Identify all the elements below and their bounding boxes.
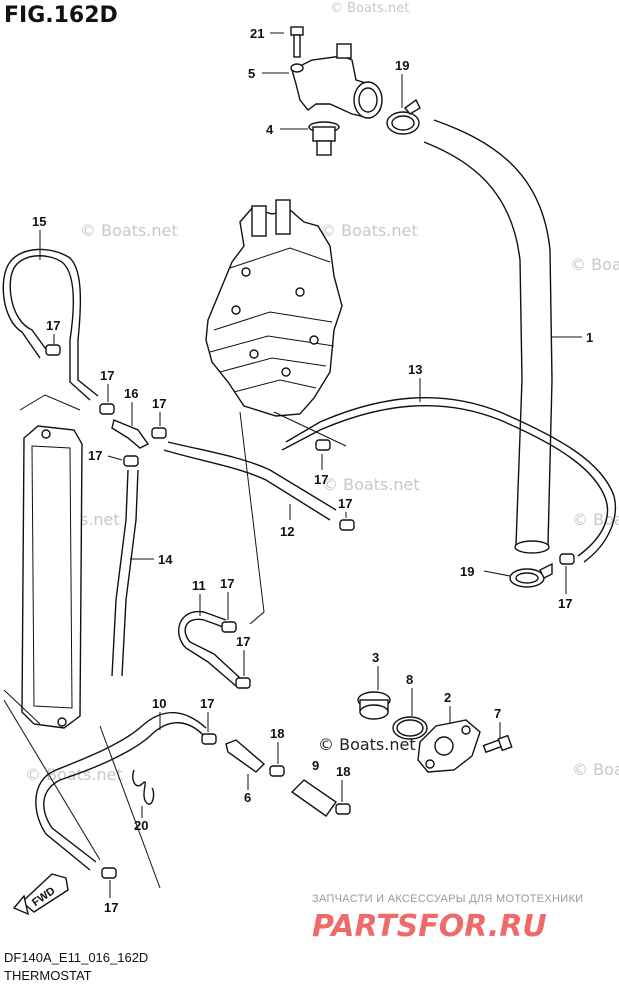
callout-4: 4 bbox=[266, 122, 274, 137]
callout-5: 5 bbox=[248, 66, 255, 81]
part-3-valve bbox=[357, 666, 391, 720]
watermark: © Boats.net bbox=[320, 221, 418, 240]
part-14-long-hose bbox=[111, 469, 154, 677]
callout-15: 15 bbox=[32, 214, 46, 229]
callout-17: 17 bbox=[46, 318, 60, 333]
watermark: © Boats.net bbox=[572, 760, 619, 779]
part-19-clamp-top bbox=[386, 74, 421, 135]
callout-2: 2 bbox=[444, 690, 451, 705]
part-7-bolt bbox=[482, 722, 513, 754]
part-6-joint bbox=[225, 739, 266, 790]
part-8-o-ring bbox=[392, 688, 428, 740]
part-12-hose bbox=[163, 441, 337, 521]
callout-14: 14 bbox=[158, 552, 173, 567]
section-name: THERMOSTAT bbox=[4, 968, 92, 983]
part-4-thermostat bbox=[280, 121, 340, 156]
part-2-cover bbox=[417, 706, 481, 773]
callout-17: 17 bbox=[88, 448, 102, 463]
callout-9: 9 bbox=[312, 758, 319, 773]
partsfor-logo: PARTSFOR.RU bbox=[312, 909, 547, 944]
part-5-thermostat-cover bbox=[262, 43, 383, 119]
callout-1: 1 bbox=[586, 330, 593, 345]
part-15-loop-hose bbox=[2, 230, 99, 401]
callout-19: 19 bbox=[395, 58, 409, 73]
callout-12: 12 bbox=[280, 524, 294, 539]
part-9-hose-piece bbox=[290, 779, 337, 817]
callout-17: 17 bbox=[558, 596, 572, 611]
partsfor-branding: ЗАПЧАСТИ И АКСЕССУАРЫ ДЛЯ МОТОТЕХНИКИ PA… bbox=[312, 893, 583, 944]
callout-17: 17 bbox=[314, 472, 328, 487]
callout-18: 18 bbox=[336, 764, 350, 779]
callout-3: 3 bbox=[372, 650, 379, 665]
callout-18: 18 bbox=[270, 726, 284, 741]
callout-17: 17 bbox=[100, 368, 114, 383]
callout-13: 13 bbox=[408, 362, 422, 377]
part-16-joint bbox=[111, 402, 150, 449]
callout-21: 21 bbox=[250, 26, 264, 41]
cooling-plate bbox=[21, 425, 83, 729]
part-11-short-hose bbox=[177, 594, 241, 687]
figure-title: FIG.162D bbox=[4, 3, 118, 28]
fwd-arrow: FWD bbox=[12, 873, 69, 916]
watermark: © Boats.net bbox=[570, 255, 619, 274]
part-13-hose bbox=[281, 378, 616, 563]
part-1-main-hose bbox=[423, 119, 582, 554]
callout-17: 17 bbox=[200, 696, 214, 711]
callout-7: 7 bbox=[494, 706, 501, 721]
watermark: © Boats.net bbox=[80, 221, 178, 240]
watermark: © Boats.net bbox=[318, 735, 416, 754]
watermark: © Boats.net bbox=[322, 475, 420, 494]
callout-17: 17 bbox=[236, 634, 250, 649]
callout-8: 8 bbox=[406, 672, 413, 687]
engine-block bbox=[205, 199, 343, 417]
hose-clamps bbox=[45, 334, 575, 898]
part-19-clamp-bottom bbox=[483, 562, 553, 588]
watermark: © Boats.net bbox=[330, 1, 409, 16]
part-21-bolt bbox=[270, 26, 304, 58]
callout-10: 10 bbox=[152, 696, 166, 711]
callout-17: 17 bbox=[104, 900, 118, 915]
callout-11: 11 bbox=[192, 578, 206, 593]
callout-6: 6 bbox=[244, 790, 251, 805]
callout-17: 17 bbox=[338, 496, 352, 511]
part-10-hose bbox=[35, 711, 207, 871]
callout-20: 20 bbox=[134, 818, 148, 833]
watermarks: © Boats.net © Boats.net © Boats.net © Bo… bbox=[22, 1, 619, 784]
dashed-assembly-lines bbox=[3, 394, 347, 889]
callout-17: 17 bbox=[220, 576, 234, 591]
callout-labels: 21 5 19 4 1 15 17 17 16 17 17 13 17 17 1… bbox=[32, 26, 593, 915]
part-20-clip bbox=[132, 769, 155, 818]
model-code: DF140A_E11_016_162D bbox=[4, 950, 148, 965]
callout-16: 16 bbox=[124, 386, 138, 401]
partsfor-tagline: ЗАПЧАСТИ И АКСЕССУАРЫ ДЛЯ МОТОТЕХНИКИ bbox=[312, 893, 583, 905]
callout-19: 19 bbox=[460, 564, 474, 579]
callout-17: 17 bbox=[152, 396, 166, 411]
